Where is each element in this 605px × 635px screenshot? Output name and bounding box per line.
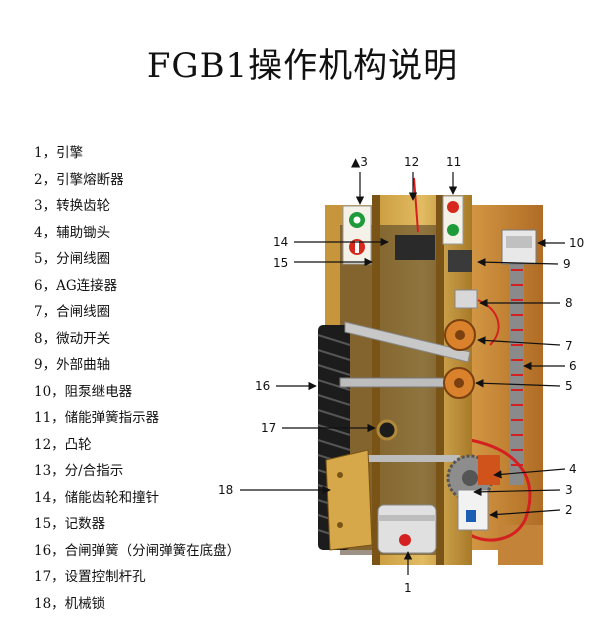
legend-item-7: 7，合闸线圈 bbox=[34, 304, 111, 320]
callout-3: 3 bbox=[565, 483, 573, 497]
callout-7: 7 bbox=[565, 339, 573, 353]
counter bbox=[395, 235, 435, 260]
legend-item-17: 17，设置控制杆孔 bbox=[34, 569, 146, 585]
control-lever-hole bbox=[376, 419, 398, 441]
callout-14: 14 bbox=[273, 235, 288, 249]
legend-item-8: 8，微动开关 bbox=[34, 330, 111, 347]
mechanical-lock bbox=[325, 449, 373, 551]
callout-18: 18 bbox=[218, 483, 233, 497]
legend-item-18: 18，机械锁 bbox=[34, 595, 106, 612]
legend-item-3: 3，转换齿轮 bbox=[34, 198, 111, 214]
callout-9: 9 bbox=[563, 257, 571, 271]
pointer-7 bbox=[477, 336, 561, 346]
callout-12: 12 bbox=[404, 155, 419, 169]
motor bbox=[377, 504, 437, 554]
lever-arm bbox=[344, 321, 471, 363]
callout-8: 8 bbox=[565, 296, 573, 310]
legend-item-4: 4，辅助锄头 bbox=[34, 224, 111, 241]
legend-item-16: 16，合闸弹簧（分闸弹簧在底盘） bbox=[34, 542, 241, 559]
pointer-9 bbox=[477, 257, 559, 267]
wiring-strip bbox=[510, 255, 524, 485]
legend-item-10: 10，阻泵继电器 bbox=[34, 383, 133, 400]
callout-13: ▲3 bbox=[351, 155, 368, 169]
legend-item-12: 12，凸轮 bbox=[34, 436, 92, 453]
legend-item-14: 14，储能齿轮和撞针 bbox=[34, 489, 160, 506]
legend-list: 1，引擎 2，引擎熔断器 3，转换齿轮 4，辅助锄头 5，分闸线圈 6，AG连接… bbox=[34, 140, 240, 617]
page-title: FGB1操作机构说明 bbox=[146, 46, 459, 86]
callout-1: 1 bbox=[404, 581, 412, 595]
pointer-3 bbox=[473, 487, 561, 497]
pointer-4 bbox=[493, 468, 566, 479]
spring-indicator-red bbox=[447, 201, 459, 213]
callout-16: 16 bbox=[255, 379, 270, 393]
callout-2: 2 bbox=[565, 503, 573, 517]
legend-item-6: 6，AG连接器 bbox=[34, 277, 118, 294]
legend-item-1: 1，引擎 bbox=[34, 145, 84, 161]
pointer-5 bbox=[475, 379, 561, 388]
legend-item-2: 2，引擎熔断器 bbox=[34, 171, 124, 188]
pointer-2 bbox=[489, 509, 561, 519]
legend-item-13: 13，分/合指示 bbox=[34, 463, 124, 479]
legend-item-15: 15，记数器 bbox=[34, 516, 106, 532]
legend-item-9: 9，外部曲轴 bbox=[34, 357, 111, 373]
legend-item-5: 5，分闸线圈 bbox=[34, 251, 111, 267]
auxiliary-part bbox=[478, 455, 500, 485]
micro-switch bbox=[454, 289, 478, 309]
legend-item-11: 11，储能弹簧指示器 bbox=[34, 410, 160, 426]
callout-4: 4 bbox=[569, 462, 577, 476]
callout-5: 5 bbox=[565, 379, 573, 393]
callout-15: 15 bbox=[273, 256, 288, 270]
opening-coil bbox=[443, 367, 475, 399]
closing-coil bbox=[444, 319, 476, 351]
callout-10: 10 bbox=[569, 236, 584, 250]
callout-6: 6 bbox=[569, 359, 577, 373]
callout-17: 17 bbox=[261, 421, 276, 435]
spring-indicator-green bbox=[447, 224, 459, 236]
callout-11: 11 bbox=[446, 155, 461, 169]
